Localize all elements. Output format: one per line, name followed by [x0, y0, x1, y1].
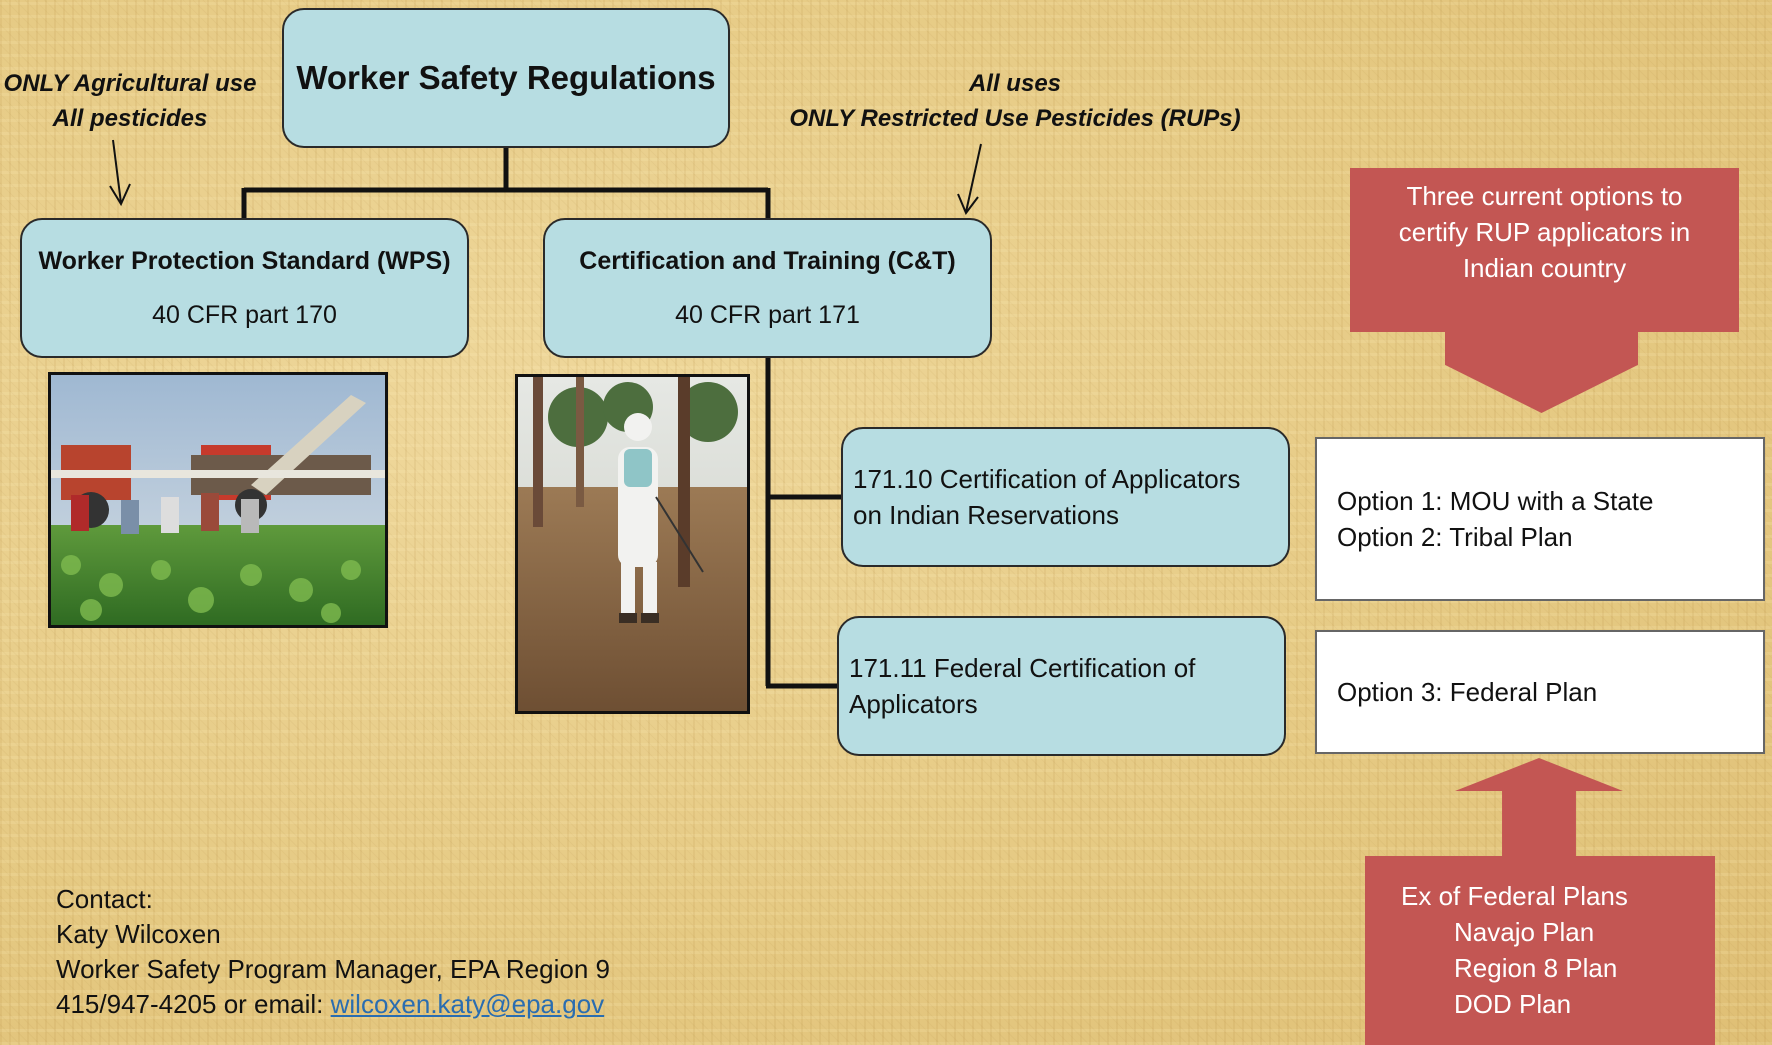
- federal-plan-item: Navajo Plan: [1454, 917, 1595, 947]
- rup-scope-note: All uses ONLY Restricted Use Pesticides …: [770, 66, 1260, 136]
- right-note-arrow-shaft: [965, 143, 982, 213]
- section-171-10-line-1: 171.10 Certification of Applicators: [853, 464, 1241, 494]
- section-171-11-box: 171.11 Federal Certification of Applicat…: [837, 616, 1286, 756]
- title-box: Worker Safety Regulations: [282, 8, 730, 148]
- left-note-arrow-head: [109, 183, 131, 207]
- option-2-text: Option 2: Tribal Plan: [1337, 522, 1573, 552]
- page-title: Worker Safety Regulations: [296, 59, 716, 96]
- wps-cfr: 40 CFR part 170: [152, 300, 337, 329]
- federal-plan-item: Region 8 Plan: [1454, 953, 1618, 983]
- contact-name: Katy Wilcoxen: [56, 919, 221, 949]
- option-3-text: Option 3: Federal Plan: [1337, 677, 1598, 707]
- contact-phone: 415/947-4205 or email:: [56, 989, 331, 1019]
- contact-role: Worker Safety Program Manager, EPA Regio…: [56, 954, 610, 984]
- option-3-box: Option 3: Federal Plan: [1315, 630, 1765, 754]
- left-note-arrow-shaft: [112, 139, 122, 204]
- section-171-10-line-2: on Indian Reservations: [853, 500, 1119, 530]
- federal-plan-item: DOD Plan: [1454, 989, 1572, 1019]
- contact-block: Contact: Katy Wilcoxen Worker Safety Pro…: [56, 882, 610, 1022]
- federal-plans-heading: Ex of Federal Plans: [1401, 881, 1628, 911]
- note-right-line-2: ONLY Restricted Use Pesticides (RUPs): [789, 105, 1241, 132]
- note-left-line-2: All pesticides: [52, 105, 208, 132]
- ct-name: Certification and Training (C&T): [579, 246, 956, 275]
- ct-box: Certification and Training (C&T) 40 CFR …: [543, 218, 992, 358]
- contact-phone-row: 415/947-4205 or email: wilcoxen.katy@epa…: [56, 987, 610, 1022]
- federal-plans-callout: Ex of Federal Plans Navajo Plan Region 8…: [1365, 856, 1715, 1045]
- wps-box: Worker Protection Standard (WPS) 40 CFR …: [20, 218, 469, 358]
- options-1-2-box: Option 1: MOU with a State Option 2: Tri…: [1315, 437, 1765, 601]
- pesticide-applicator-photo: [515, 374, 750, 714]
- note-left-line-1: ONLY Agricultural use: [3, 70, 257, 97]
- contact-email-link[interactable]: wilcoxen.katy@epa.gov: [330, 989, 605, 1019]
- section-171-11-line-1: 171.11 Federal Certification of: [849, 653, 1196, 683]
- contact-label: Contact:: [56, 884, 153, 914]
- options-callout-line-2: certify RUP applicators in: [1398, 217, 1691, 247]
- right-note-arrow-head: [957, 193, 979, 215]
- section-171-10-box: 171.10 Certification of Applicators on I…: [841, 427, 1290, 567]
- options-callout: Three current options to certify RUP app…: [1350, 168, 1739, 332]
- option-1-text: Option 1: MOU with a State: [1337, 486, 1654, 516]
- wps-name: Worker Protection Standard (WPS): [38, 246, 451, 275]
- options-callout-line-3: Indian country: [1462, 253, 1627, 283]
- ct-cfr: 40 CFR part 171: [675, 300, 860, 329]
- field-workers-photo: [48, 372, 388, 628]
- options-callout-line-1: Three current options to: [1406, 181, 1683, 211]
- section-171-11-line-2: Applicators: [849, 689, 978, 719]
- note-right-line-1: All uses: [968, 70, 1062, 97]
- agricultural-scope-note: ONLY Agricultural use All pesticides: [0, 66, 280, 136]
